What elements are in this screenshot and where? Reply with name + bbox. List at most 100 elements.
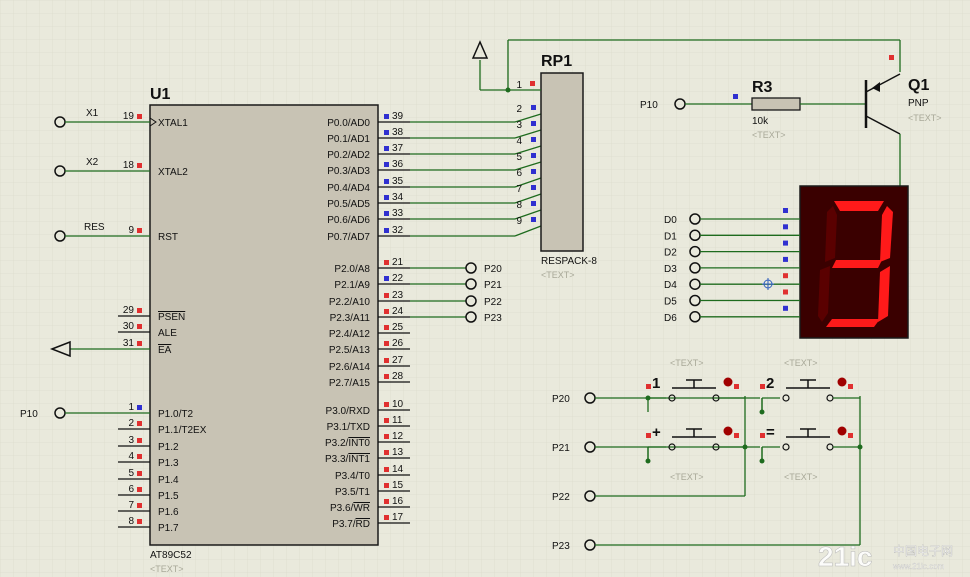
net-label: D0 (664, 215, 677, 226)
u1-pin-4[interactable]: 4P1.3 (118, 451, 179, 469)
terminal-res[interactable]: RES (54, 222, 150, 242)
rp1-pin-9[interactable]: 9 (516, 216, 536, 227)
pin-marker (531, 185, 536, 190)
rp1-pin-6[interactable]: 6 (516, 168, 536, 179)
pin-name: P3.5/T1 (335, 487, 370, 498)
pin-marker (137, 438, 142, 443)
pin-name: RST (158, 232, 178, 243)
terminal-circle (465, 278, 477, 290)
pin-name: P3.0/RXD (326, 406, 370, 417)
watermark-tagline: 中国电子网 (893, 543, 953, 558)
rp1-pin-4[interactable]: 4 (516, 136, 536, 147)
pin-name: ALE (158, 328, 177, 339)
u1-pin-8[interactable]: 8P1.7 (118, 516, 179, 534)
rp1-pin-1[interactable]: 1 (516, 80, 535, 91)
pin-marker (384, 374, 389, 379)
pin-marker (137, 163, 142, 168)
terminal-p20[interactable]: P20 (410, 262, 502, 275)
terminal-x1[interactable]: X1 (54, 108, 150, 128)
rp1-pin-8[interactable]: 8 (516, 200, 536, 211)
r3-resistor[interactable]: P10 R3 10k <TEXT> (640, 79, 866, 140)
terminal-x2[interactable]: X2 (54, 157, 150, 177)
u1-chip[interactable]: U1 AT89C52 <TEXT> (149, 86, 379, 574)
display-net-d1[interactable]: D1 (664, 224, 800, 242)
u1-pin-2[interactable]: 2P1.1/T2EX (118, 418, 207, 436)
pin-marker (760, 433, 765, 438)
pin-number: 28 (392, 371, 404, 382)
u1-pin-5[interactable]: 5P1.4 (118, 468, 179, 486)
rp1-pins: 1 2 3 4 5 6 7 8 9 (516, 80, 536, 227)
u1-pin-7[interactable]: 7P1.6 (118, 500, 179, 518)
pin-name: P2.1/A9 (334, 280, 370, 291)
ea-ground-arrow[interactable] (49, 340, 150, 358)
p0-bus-wires (410, 113, 542, 237)
terminal-p22[interactable]: P22 (410, 295, 502, 308)
seven-segment-display[interactable]: 3 (799, 185, 909, 339)
terminal-p10-left[interactable]: P10 (20, 407, 150, 420)
u1-pin-3[interactable]: 3P1.2 (118, 435, 179, 453)
wire (514, 209, 542, 220)
rp1-resistor-pack[interactable]: RP1 RESPACK-8 <TEXT> (540, 53, 597, 280)
display-net-d2[interactable]: D2 (664, 240, 800, 259)
display-net-d6[interactable]: D6 (664, 305, 800, 324)
terminal-x2-label: X2 (86, 157, 99, 168)
key-switch-3[interactable]: +<TEXT> (646, 424, 745, 482)
display-net-d3[interactable]: D3 (664, 256, 800, 275)
rp1-pin-3[interactable]: 3 (516, 120, 536, 131)
segment-e (818, 266, 830, 322)
pin-marker (783, 224, 788, 230)
display-net-d5[interactable]: D5 (664, 289, 800, 308)
segment-a (834, 201, 884, 211)
key-switch-1[interactable]: 1<TEXT> (646, 358, 745, 412)
terminal-p21[interactable]: P21 (410, 278, 502, 291)
pin-number: 1 (128, 402, 134, 413)
display-net-d4[interactable]: D4 (664, 273, 800, 291)
key-text-placeholder: <TEXT> (670, 358, 704, 368)
key-switch-4[interactable]: =<TEXT> (760, 424, 860, 482)
display-net-d0[interactable]: D0 (664, 208, 800, 226)
pin-marker (384, 146, 389, 151)
q1-transistor[interactable]: Q1 PNP <TEXT> (864, 55, 942, 186)
pin-number: 29 (123, 305, 135, 316)
terminal-circle (465, 311, 477, 323)
u1-pin-6[interactable]: 6P1.5 (118, 484, 179, 502)
rp1-pin-2[interactable]: 2 (516, 104, 536, 115)
terminal-p23[interactable]: P23 (410, 311, 502, 324)
rp1-pin-7[interactable]: 7 (516, 184, 536, 195)
pin-marker (531, 121, 536, 126)
pin-marker (384, 499, 389, 504)
u1-pin-1[interactable]: 1P1.0/T2 (128, 402, 193, 420)
rp1-pin-5[interactable]: 5 (516, 152, 536, 163)
pin-marker (384, 162, 389, 167)
